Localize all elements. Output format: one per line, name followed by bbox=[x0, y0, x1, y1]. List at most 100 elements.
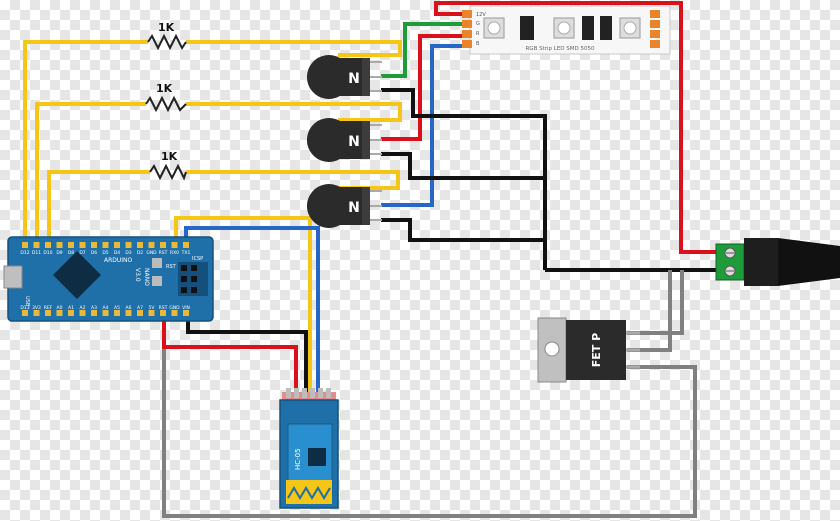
wire-red-12v bbox=[434, 1, 730, 254]
arduino-pin-label: A0 bbox=[57, 305, 63, 311]
wire-yellow-1 bbox=[23, 40, 148, 245]
led-pin-b: B bbox=[476, 41, 480, 47]
wire-black-1 bbox=[381, 88, 547, 270]
arduino-pin-label: D7 bbox=[79, 250, 85, 256]
led-strip-pad bbox=[462, 40, 472, 48]
arduino-pin-label: 3V3 bbox=[32, 305, 41, 311]
wire-gray-1 bbox=[627, 270, 684, 335]
resistor-label: 1K bbox=[156, 82, 173, 95]
arduino-pin-label: D9 bbox=[56, 250, 62, 256]
wires bbox=[23, 1, 730, 518]
wire-red-led bbox=[381, 34, 470, 141]
arduino-pin-label: RX0 bbox=[170, 250, 179, 256]
arduino-pin bbox=[183, 242, 189, 248]
arduino-pin-label: RST bbox=[159, 305, 168, 311]
led-strip-label: RGB Strip LED SMD 5050 bbox=[525, 46, 595, 52]
arduino-pin-label: D10 bbox=[43, 250, 52, 256]
arduino-pin bbox=[137, 310, 143, 316]
arduino-pin-label: A4 bbox=[103, 305, 109, 311]
arduino-pin-label: A3 bbox=[91, 305, 97, 311]
led-pin-g: G bbox=[476, 21, 480, 27]
arduino-pin-label: D8 bbox=[68, 250, 74, 256]
transistor-3: N bbox=[306, 184, 382, 228]
arduino-pin bbox=[160, 310, 166, 316]
arduino-pin bbox=[171, 310, 178, 316]
resistor-label: 1K bbox=[158, 21, 175, 34]
resistor-2: 1K bbox=[145, 82, 187, 113]
arduino-pin-label: REF bbox=[44, 305, 53, 311]
arduino-pin bbox=[68, 310, 74, 316]
arduino-pin bbox=[114, 310, 120, 316]
mosfet-label: FET P bbox=[590, 333, 603, 367]
resistor-3: 1K bbox=[149, 150, 187, 181]
resistor-label: 1K bbox=[161, 150, 178, 163]
wire-yellow-3b bbox=[186, 170, 400, 190]
led-strip-pad bbox=[462, 30, 472, 38]
wire-blue bbox=[381, 44, 470, 207]
led-pin-r: R bbox=[476, 31, 480, 37]
usb-port bbox=[3, 265, 23, 289]
wire-gray-2 bbox=[627, 270, 672, 352]
arduino-pin-label: RST bbox=[159, 250, 168, 256]
transistor-label: N bbox=[348, 200, 360, 216]
arduino-pin bbox=[22, 310, 28, 316]
wire-yellow-1b bbox=[186, 40, 402, 57]
arduino-name: ARDUINO bbox=[104, 257, 133, 264]
icsp-label: ICSP bbox=[192, 256, 203, 262]
bluetooth-module: HC-05 bbox=[279, 388, 339, 509]
arduino-pin bbox=[183, 310, 189, 316]
wire-green bbox=[381, 22, 470, 78]
arduino-pin bbox=[79, 310, 86, 316]
arduino-pin bbox=[56, 310, 63, 316]
arduino-pin-label: D13 bbox=[20, 305, 29, 311]
arduino-pin bbox=[56, 242, 63, 248]
arduino-pin bbox=[79, 242, 86, 248]
arduino-pin bbox=[171, 242, 178, 248]
arduino-pin bbox=[68, 242, 74, 248]
arduino-pin bbox=[91, 242, 97, 248]
wire-black-2 bbox=[381, 152, 545, 180]
arduino-pin-label: VIN bbox=[182, 305, 190, 311]
arduino-pin-label: GND bbox=[169, 305, 180, 311]
arduino-pin-label: A2 bbox=[80, 305, 86, 311]
arduino-pin-label: D4 bbox=[114, 250, 120, 256]
arduino-pin bbox=[102, 310, 109, 316]
arduino-pin bbox=[125, 310, 132, 316]
arduino-pin bbox=[148, 242, 155, 248]
arduino-pin bbox=[114, 242, 120, 248]
arduino-pin-label: D5 bbox=[102, 250, 108, 256]
arduino-pin bbox=[148, 310, 155, 316]
transistor-2: N bbox=[306, 118, 382, 162]
arduino-pin-label: GND bbox=[146, 250, 157, 256]
wire-black-3 bbox=[381, 218, 545, 242]
wire-black-gnd bbox=[186, 312, 308, 392]
arduino-pin bbox=[33, 310, 40, 316]
resistor-1: 1K bbox=[147, 21, 187, 51]
arduino-pin-label: A6 bbox=[126, 305, 132, 311]
arduino-pin-label: A7 bbox=[137, 305, 143, 311]
arduino-pin bbox=[45, 310, 51, 316]
arduino-pin bbox=[125, 242, 132, 248]
arduino-pin bbox=[160, 242, 166, 248]
wire-yellow-3 bbox=[47, 170, 150, 245]
wire-red-vcc bbox=[162, 312, 298, 392]
arduino-version: V3.0 bbox=[134, 268, 141, 282]
microcontroller-chip bbox=[52, 250, 102, 300]
arduino-pin-label: A1 bbox=[68, 305, 74, 311]
wire-yellow-2 bbox=[35, 102, 146, 245]
p-mosfet: FET P bbox=[537, 317, 640, 383]
wire-yellow-2b bbox=[186, 102, 402, 122]
led-strip-pad bbox=[462, 10, 472, 18]
led-strip-pad bbox=[462, 20, 472, 28]
arduino-model: NANO bbox=[143, 268, 150, 286]
rst-label: RST bbox=[166, 264, 177, 270]
arduino-pin-label: D6 bbox=[91, 250, 97, 256]
arduino-pin bbox=[22, 242, 28, 248]
transistor-label: N bbox=[348, 71, 360, 87]
arduino-pin bbox=[102, 242, 109, 248]
arduino-pin bbox=[137, 242, 143, 248]
